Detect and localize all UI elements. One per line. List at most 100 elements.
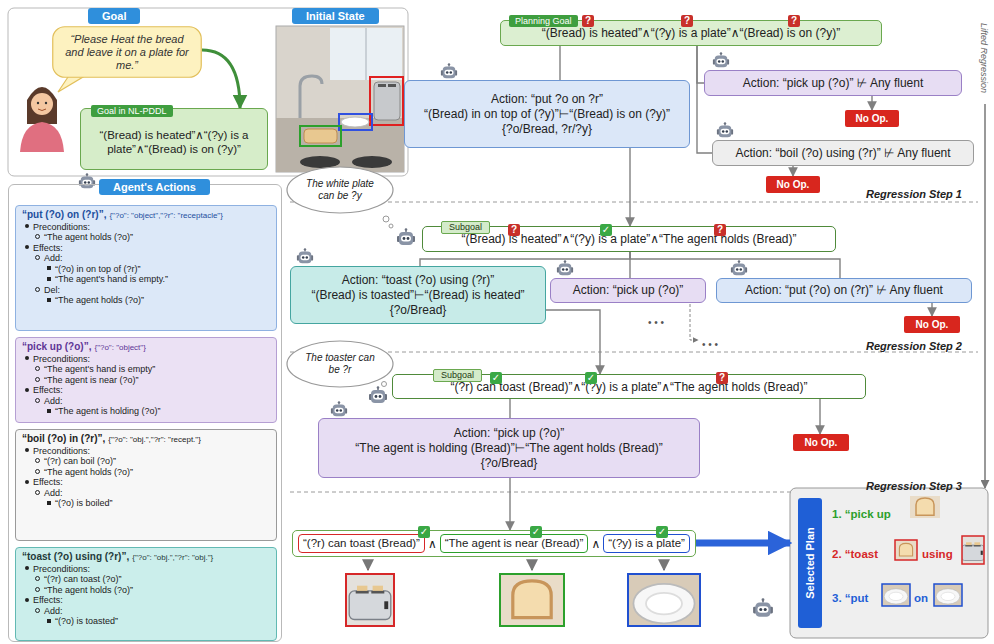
rect-shape [895, 540, 917, 560]
action-title: “put (?o) on (?r)”, [22, 209, 106, 220]
tag-holder: 1. “pick up [832, 504, 891, 522]
speech-bubble: “Please Heat the bread and leave it on a… [52, 26, 202, 78]
tag-label: 3. “put [832, 592, 868, 604]
tag-label: Planning Goal [509, 15, 578, 27]
label-holder: ? [714, 219, 726, 237]
action-title: “boil (?o) in (?r)”, [22, 433, 105, 444]
rect-shape [330, 28, 402, 80]
list-item: Effects: [33, 385, 63, 395]
connector [629, 148, 630, 226]
bullet [35, 398, 40, 403]
box-text: ∧ [591, 537, 600, 551]
selected-plan-panel: Selected Plan 1. “pick up 2. “toast using 3.… [790, 488, 988, 638]
circle-shape [382, 382, 387, 387]
circle-shape [37, 102, 39, 104]
bubble-body [53, 27, 202, 78]
noop-badge: No Op. [904, 316, 960, 333]
list-item: Add: [44, 606, 63, 616]
label-text: ? [508, 224, 520, 236]
box-text: “The agent is near (Bread)” [445, 536, 584, 551]
use-shape [895, 539, 917, 561]
tag-holder: 2. “toast [832, 544, 878, 562]
label-text: ✓ [600, 224, 612, 236]
list-row: “The agent's hand is empty.” [22, 274, 270, 285]
tag-holder: Subgoal [433, 364, 482, 382]
list-item: Preconditions: [33, 446, 90, 456]
connector [559, 46, 560, 80]
bullet [35, 576, 40, 581]
bullet [35, 587, 40, 592]
label-holder: ? [582, 10, 594, 28]
rect-shape [374, 82, 400, 120]
bullet [25, 566, 29, 570]
rect-shape [276, 118, 404, 172]
use-shape [934, 581, 962, 609]
box-text: No Op. [777, 179, 810, 190]
use-shape [297, 248, 313, 263]
list-item: “The agent holds (?o)” [44, 467, 133, 477]
list-item: Preconditions: [33, 222, 90, 232]
action-card: “pick up (?o)”,{"?o": "object"}Precondit… [15, 337, 277, 423]
tag-label: using [922, 548, 953, 560]
rect-shape [628, 574, 700, 626]
connector [697, 46, 704, 83]
box-text: “(Bread) in on top of (?y)”⊢“(Bread) is … [424, 107, 670, 122]
label-holder: • • • [648, 312, 664, 330]
bullet [25, 356, 29, 360]
bullet [47, 266, 51, 270]
box-text: ∧ [428, 537, 437, 551]
action-title: “pick up (?o)”, [22, 341, 91, 352]
bullet [25, 598, 29, 602]
list-item: “The agent holds (?o)” [55, 295, 144, 305]
label-text: ✓ [585, 372, 597, 384]
line-shape [365, 28, 367, 80]
path-shape [300, 76, 322, 118]
list-row: “The agent holds (?o)” [22, 232, 270, 243]
use-shape [910, 492, 940, 522]
bullet [47, 409, 51, 413]
panel: Initial State [272, 8, 408, 176]
label-text: ? [716, 372, 728, 384]
label-text: • • • [702, 339, 718, 350]
list-row: Effects: [22, 243, 270, 254]
bullet [35, 608, 40, 613]
bullet [47, 298, 51, 302]
list-item: “The agent's hand is empty” [44, 364, 155, 374]
action-card: “put (?o) on (?r)”,{"?o": "object","?r":… [15, 205, 277, 331]
tag-holder: Agent's Actions [99, 177, 210, 195]
action-card: “toast (?o) using (?r)”,{"?o": "obj.","?… [15, 547, 277, 641]
list-row: “The agent's hand is empty” [22, 364, 270, 375]
box-text: No Op. [916, 319, 949, 330]
line-shape [984, 104, 986, 488]
bullet [35, 458, 40, 463]
line-shape [663, 560, 665, 570]
rect-shape [339, 114, 372, 130]
action-box: Action: “put (?o) on (?r)” ⊬ Any fluent [716, 278, 972, 303]
list-row: Effects: [22, 595, 270, 606]
bullet [47, 501, 51, 505]
list-item: “(?o) is boiled” [55, 498, 113, 508]
list-item: Effects: [33, 477, 63, 487]
box-text: Action: “boil (?o) using (?r)” ⊬ Any flu… [735, 146, 950, 161]
tag-holder: 3. “put [832, 588, 868, 606]
bullet [25, 224, 29, 228]
label-holder: ? [681, 10, 693, 28]
subgoal-box: Subgoal“(?r) can toast (Bread)”∧“(?y) is… [392, 374, 866, 399]
label-text: ✓ [418, 526, 430, 538]
connector [420, 252, 630, 266]
connector [509, 478, 510, 530]
use-shape [731, 260, 747, 275]
list-row: “The agent holds (?o)” [22, 585, 270, 596]
bullet [35, 287, 40, 292]
bullet [25, 388, 29, 392]
label-holder: Regression Step 1 [866, 184, 962, 202]
box-text: {?o/Bread} [481, 456, 538, 471]
list-item: Add: [44, 253, 63, 263]
tag-holder: Selected Plan [798, 498, 822, 628]
fluent-box: “The agent is near (Bread)” [440, 534, 589, 553]
list-item: “(?o) is toasted” [55, 616, 118, 626]
label-holder: ✓ [530, 521, 542, 539]
box-text: “(Bread) is toasted”⊢“(Bread) is heated” [311, 288, 524, 303]
box-text: The white plate can be ?y [302, 178, 378, 202]
list-item: Del: [44, 285, 60, 295]
